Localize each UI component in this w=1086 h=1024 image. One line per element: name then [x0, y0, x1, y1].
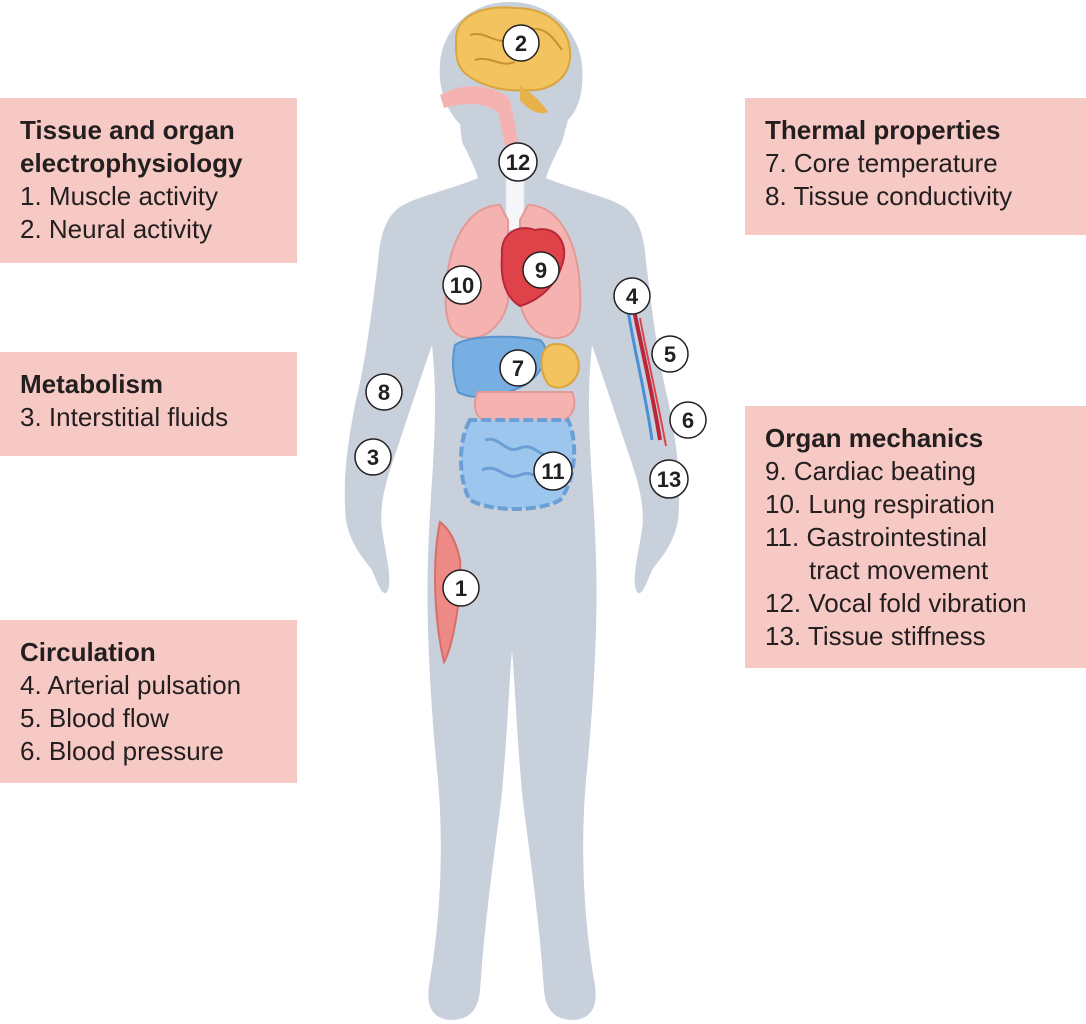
svg-text:9: 9	[535, 258, 547, 283]
item-tissue-stiffness: 13. Tissue stiffness	[765, 621, 986, 651]
item-blood-flow: 5. Blood flow	[20, 703, 169, 733]
marker-6: 6	[669, 401, 707, 439]
svg-text:2: 2	[515, 31, 527, 56]
item-gastrointestinal: 11. Gastrointestinal	[765, 522, 988, 552]
marker-7: 7	[499, 349, 537, 387]
item-lung-respiration: 10. Lung respiration	[765, 489, 995, 519]
marker-2: 2	[502, 24, 540, 62]
marker-4: 4	[613, 277, 651, 315]
item-core-temperature: 7. Core temperature	[765, 148, 998, 178]
electrophysiology-title-line2: electrophysiology	[20, 148, 243, 178]
item-blood-pressure: 6. Blood pressure	[20, 736, 224, 766]
svg-text:1: 1	[455, 576, 467, 601]
circulation-box: Circulation 4. Arterial pulsation 5. Blo…	[0, 620, 297, 783]
item-muscle-activity: 1. Muscle activity	[20, 181, 218, 211]
electrophysiology-title-line1: Tissue and organ	[20, 115, 235, 145]
body-silhouette	[344, 2, 680, 1020]
item-vocal-fold-vibration: 12. Vocal fold vibration	[765, 588, 1027, 618]
item-cardiac-beating: 9. Cardiac beating	[765, 456, 977, 486]
circulation-title: Circulation	[20, 637, 156, 667]
item-arterial-pulsation: 4. Arterial pulsation	[20, 670, 242, 700]
marker-5: 5	[651, 335, 689, 373]
blood-vessels	[626, 309, 667, 447]
marker-10: 10	[442, 265, 482, 305]
svg-text:6: 6	[682, 408, 694, 433]
organ-mechanics-box: Organ mechanics 9. Cardiac beating 10. L…	[745, 406, 1086, 668]
mechanics-title: Organ mechanics	[765, 423, 984, 453]
svg-text:3: 3	[367, 445, 379, 470]
marker-11: 11	[533, 451, 573, 491]
marker-8: 8	[365, 373, 403, 411]
metabolism-title: Metabolism	[20, 369, 164, 399]
item-interstitial-fluids: 3. Interstitial fluids	[20, 402, 229, 432]
stomach	[540, 343, 580, 389]
thermal-properties-box: Thermal properties 7. Core temperature 8…	[745, 98, 1086, 235]
item-tract-movement: tract movement	[809, 555, 989, 585]
electrophysiology-box: Tissue and organ electrophysiology 1. Mu…	[0, 98, 297, 263]
svg-text:10: 10	[450, 273, 474, 298]
item-tissue-conductivity: 8. Tissue conductivity	[765, 181, 1013, 211]
marker-9: 9	[522, 251, 560, 289]
intestine	[459, 391, 577, 511]
svg-text:8: 8	[378, 380, 390, 405]
svg-text:5: 5	[664, 342, 676, 367]
thermal-title: Thermal properties	[765, 115, 1001, 145]
svg-text:11: 11	[541, 459, 564, 484]
marker-13: 13	[649, 459, 689, 499]
item-neural-activity: 2. Neural activity	[20, 214, 213, 244]
marker-12: 12	[498, 142, 538, 182]
svg-text:4: 4	[626, 284, 639, 309]
svg-text:12: 12	[506, 150, 530, 175]
svg-text:7: 7	[512, 356, 524, 381]
marker-1: 1	[442, 569, 480, 607]
marker-3: 3	[354, 438, 392, 476]
metabolism-box: Metabolism 3. Interstitial fluids	[0, 352, 297, 456]
svg-text:13: 13	[657, 467, 681, 492]
